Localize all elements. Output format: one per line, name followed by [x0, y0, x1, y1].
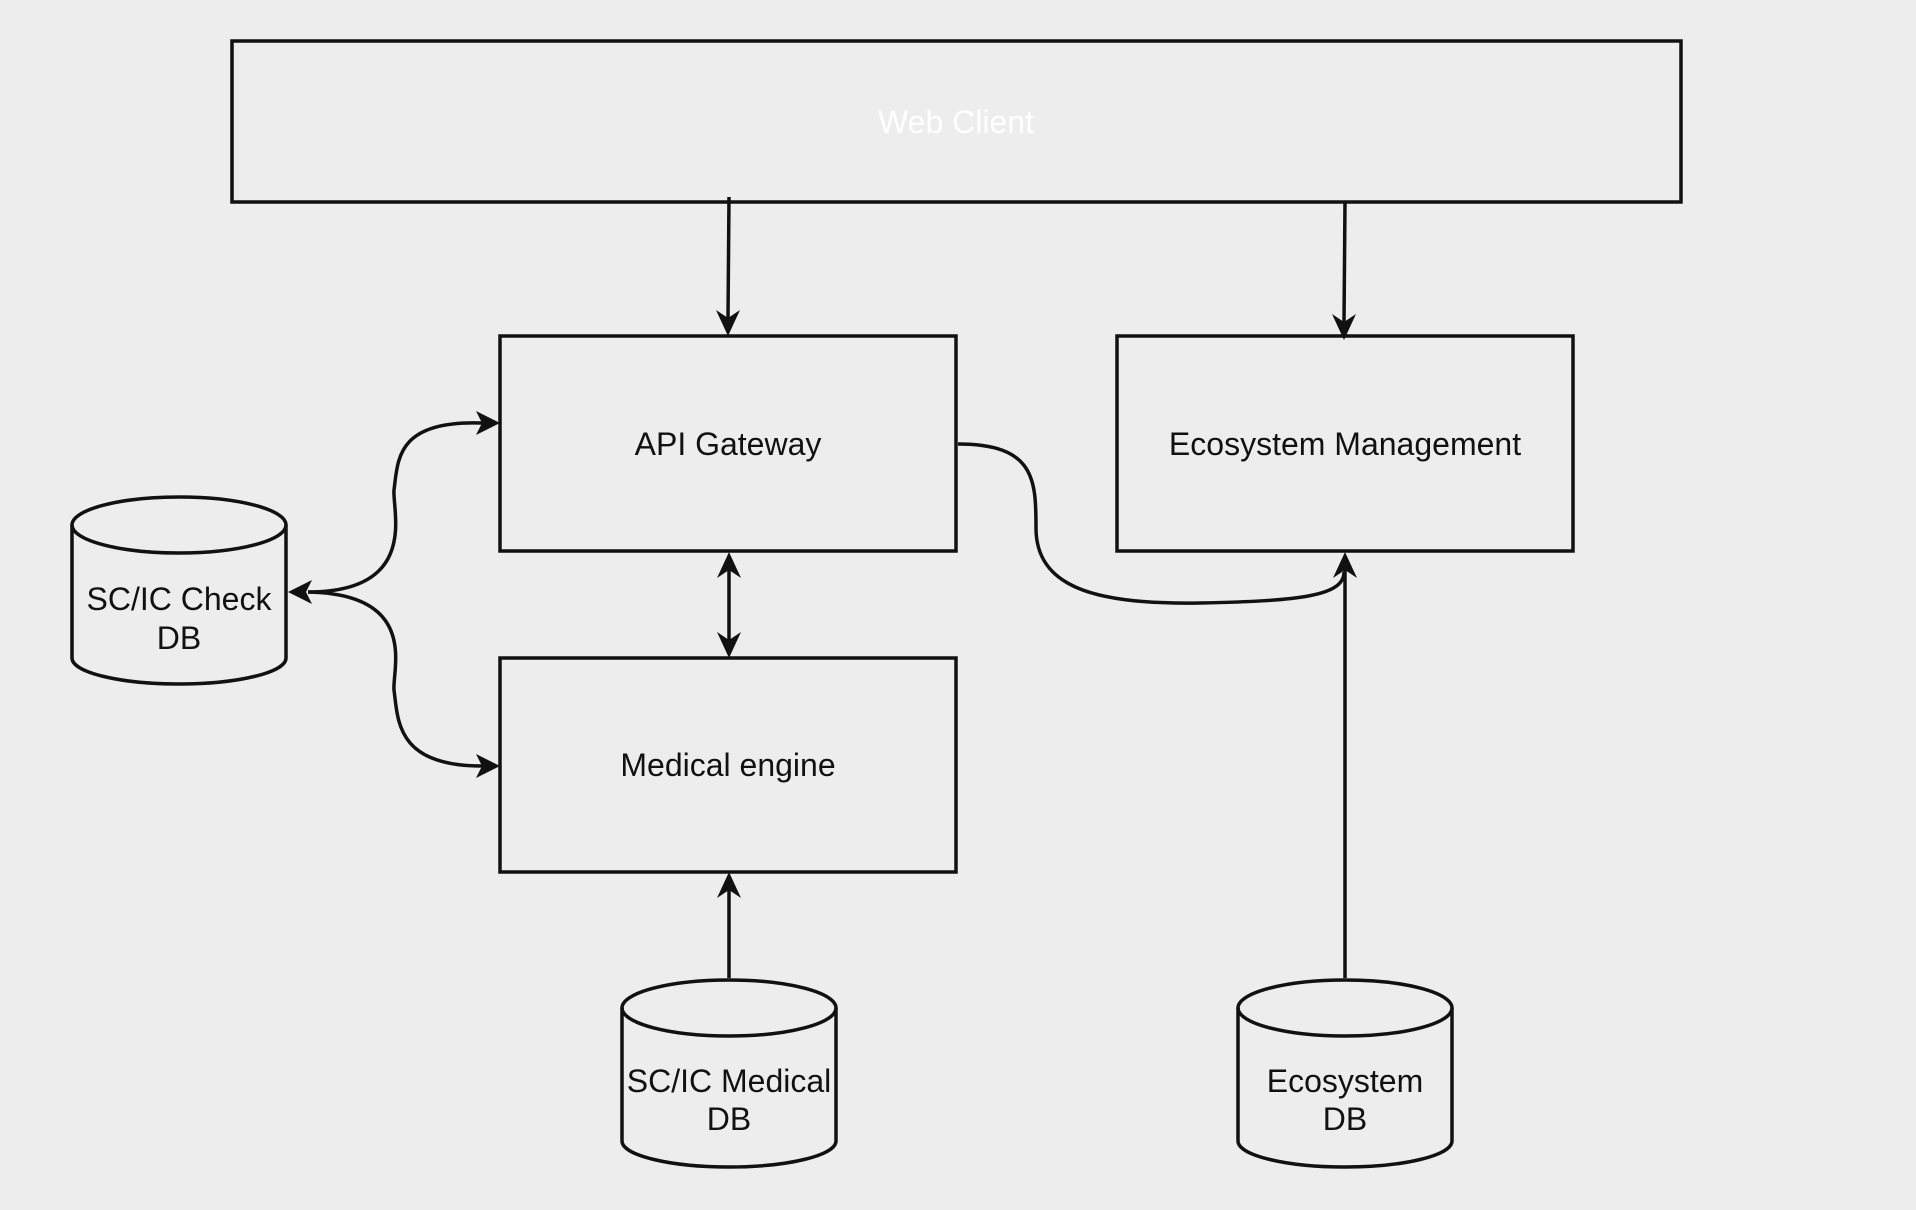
node-medical-engine[interactable]: Medical engine — [498, 656, 958, 874]
node-web-client[interactable]: Web Client — [230, 39, 1683, 204]
edge-webclient-to-ecosystem-management — [1332, 201, 1356, 340]
web-client-label: Web Client — [878, 104, 1034, 140]
api-gateway-box — [498, 334, 958, 553]
node-scic-check-db[interactable]: SC/IC Check DB — [70, 495, 288, 686]
api-gateway-label: API Gateway — [635, 426, 822, 462]
ecosystem-db-label-line2: DB — [1323, 1101, 1367, 1137]
node-ecosystem-db[interactable]: Ecosystem DB — [1236, 978, 1454, 1169]
node-scic-medical-db[interactable]: SC/IC Medical DB — [620, 978, 838, 1169]
scic-check-db-body — [70, 525, 288, 686]
scic-medical-db-body — [620, 1008, 838, 1169]
scic-medical-db-label-line1: SC/IC Medical — [627, 1063, 832, 1099]
medical-engine-label: Medical engine — [620, 747, 835, 783]
ecosystem-db-top — [1236, 978, 1454, 1038]
edge-ecosystem-db-to-ecosystem-management — [1333, 552, 1357, 978]
scic-medical-db-label-line2: DB — [707, 1101, 751, 1137]
ecosystem-db-label-line1: Ecosystem — [1267, 1063, 1423, 1099]
edge-apigateway-medical-engine — [717, 552, 741, 658]
scic-check-db-top — [70, 495, 288, 555]
web-client-box — [230, 39, 1683, 204]
medical-engine-box — [498, 656, 958, 874]
edge-scic-check-db-apigateway — [288, 411, 500, 604]
node-api-gateway[interactable]: API Gateway — [498, 334, 958, 553]
scic-check-db-label-line1: SC/IC Check — [87, 581, 273, 617]
edge-apigateway-to-ecosystem-management — [957, 442, 1346, 605]
node-ecosystem-management[interactable]: Ecosystem Management — [1115, 334, 1575, 553]
scic-medical-db-top — [620, 978, 838, 1038]
edge-webclient-to-apigateway — [716, 196, 740, 336]
ecosystem-management-label: Ecosystem Management — [1169, 426, 1521, 462]
ecosystem-db-body — [1236, 1008, 1454, 1169]
ecosystem-management-box — [1115, 334, 1575, 553]
edge-scic-medical-db-to-medical-engine — [717, 872, 741, 978]
scic-check-db-label-line2: DB — [157, 620, 201, 656]
edge-scic-check-db-medical-engine — [307, 590, 500, 778]
